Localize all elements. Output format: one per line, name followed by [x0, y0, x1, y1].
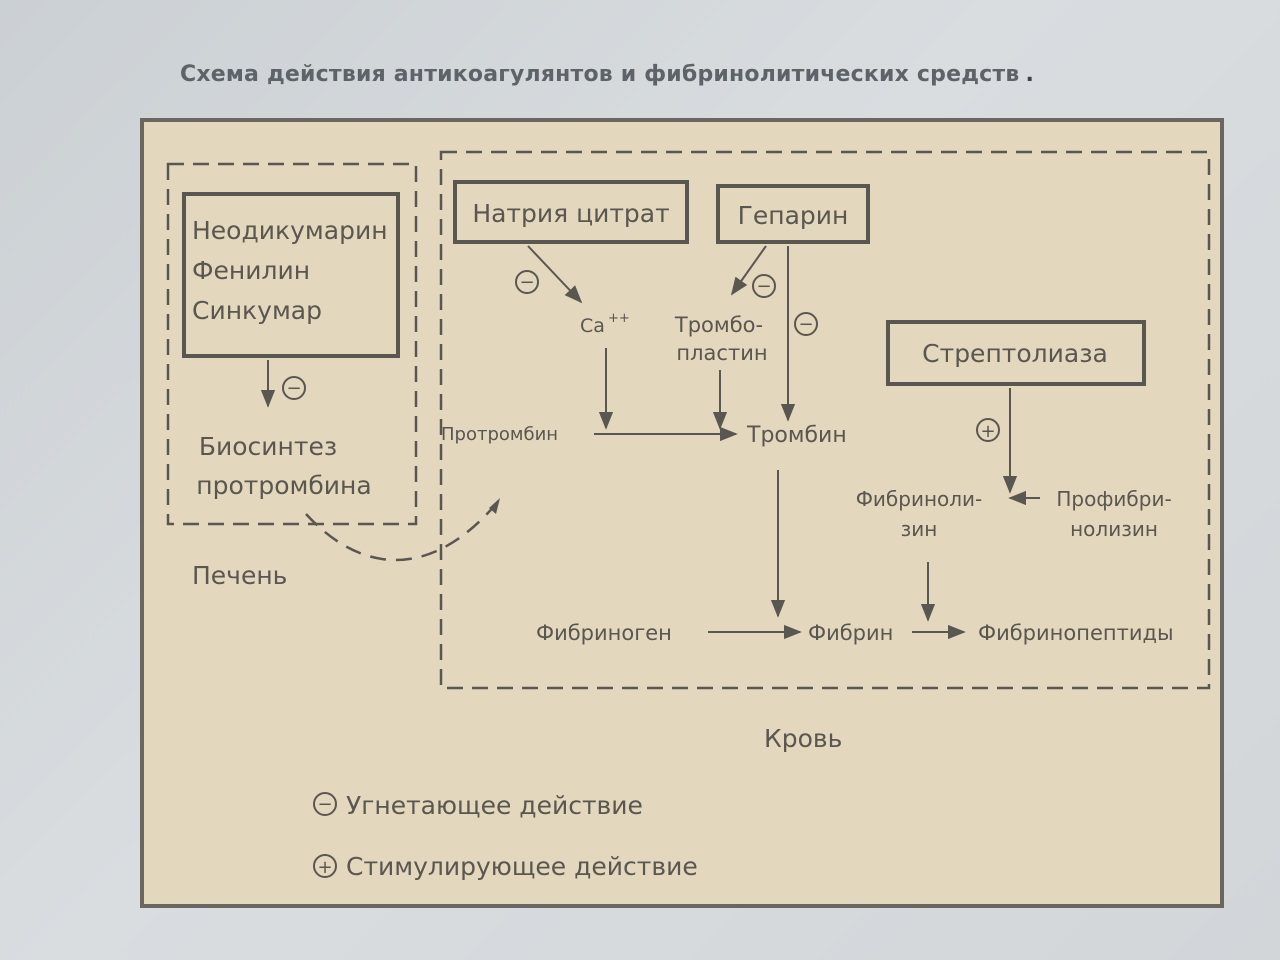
- plus-symbol-streptolyase: +: [976, 418, 1000, 442]
- profibrinolysin-line2: нолизин: [1070, 517, 1158, 541]
- arrow-heparin-to-thromboplastin: [730, 245, 767, 296]
- transport-arrowhead: [489, 498, 500, 514]
- prothrombin-label: Протромбин: [441, 424, 558, 445]
- svg-text:−: −: [798, 314, 813, 335]
- calcium-superscript: ++: [608, 311, 630, 326]
- fibrinolysin-line2: зин: [901, 517, 938, 541]
- svg-text:−: −: [756, 276, 771, 297]
- heparin-label: Гепарин: [738, 201, 849, 230]
- legend-stimulate: + Стимулирующее действие: [313, 852, 698, 881]
- arrow-citrate-to-calcium: [527, 245, 583, 304]
- title-dot: .: [1025, 62, 1035, 87]
- minus-symbol-heparin-thrombin: −: [794, 312, 818, 336]
- blood-label: Кровь: [764, 724, 842, 753]
- streptolyase-label: Стрептолиаза: [922, 339, 1108, 368]
- svg-text:+: +: [317, 857, 332, 878]
- fibrinogen-label: Фибриноген: [536, 621, 672, 645]
- drug-phenylin: Фенилин: [192, 256, 310, 285]
- coumarin-drugs-box: [182, 192, 400, 358]
- thrombin-label: Тромбин: [746, 423, 847, 448]
- liver-label: Печень: [192, 561, 287, 590]
- minus-symbol-liver: −: [282, 376, 306, 400]
- thromboplastin-line2: пластин: [676, 341, 767, 365]
- sodium-citrate-box: [453, 180, 689, 244]
- minus-symbol-heparin-thromboplastin: −: [752, 274, 776, 298]
- fibrinolysin-line1: Фибриноли-: [856, 487, 983, 511]
- fibrin-label: Фибрин: [808, 621, 893, 645]
- heparin-box: [716, 184, 870, 244]
- profibrinolysin-line1: Профибри-: [1056, 487, 1171, 511]
- minus-symbol-citrate: −: [515, 270, 539, 294]
- calcium-label: Ca: [580, 315, 605, 337]
- fibrinopeptides-label: Фибринопептиды: [978, 621, 1174, 645]
- legend-inhibit: − Угнетающее действие: [313, 791, 643, 820]
- slide-title: Схема действия антикоагулянтов и фибрино…: [180, 62, 1034, 87]
- legend-inhibit-label: Угнетающее действие: [346, 791, 643, 820]
- sodium-citrate-label: Натрия цитрат: [472, 199, 669, 228]
- liver-region: [166, 162, 418, 526]
- biosynthesis-line2: протромбина: [196, 471, 371, 500]
- svg-text:−: −: [286, 378, 301, 399]
- svg-text:−: −: [317, 794, 332, 815]
- title-text: Схема действия антикоагулянтов и фибрино…: [180, 62, 1020, 87]
- svg-text:−: −: [519, 272, 534, 293]
- drug-syncumar: Синкумар: [192, 296, 322, 325]
- diagram-figure: Неодикумарин Фенилин Синкумар − Биосинте…: [140, 118, 1224, 908]
- legend-stimulate-label: Стимулирующее действие: [346, 852, 698, 881]
- streptolyase-box: [886, 320, 1146, 386]
- svg-text:+: +: [980, 421, 995, 442]
- drug-neodicumarin: Неодикумарин: [192, 216, 388, 245]
- thromboplastin-line1: Тромбо-: [674, 313, 763, 337]
- diagram-svg: Неодикумарин Фенилин Синкумар − Биосинте…: [166, 150, 1211, 881]
- transport-curve: [305, 503, 497, 562]
- blood-region: [439, 150, 1211, 690]
- biosynthesis-line1: Биосинтез: [199, 432, 337, 461]
